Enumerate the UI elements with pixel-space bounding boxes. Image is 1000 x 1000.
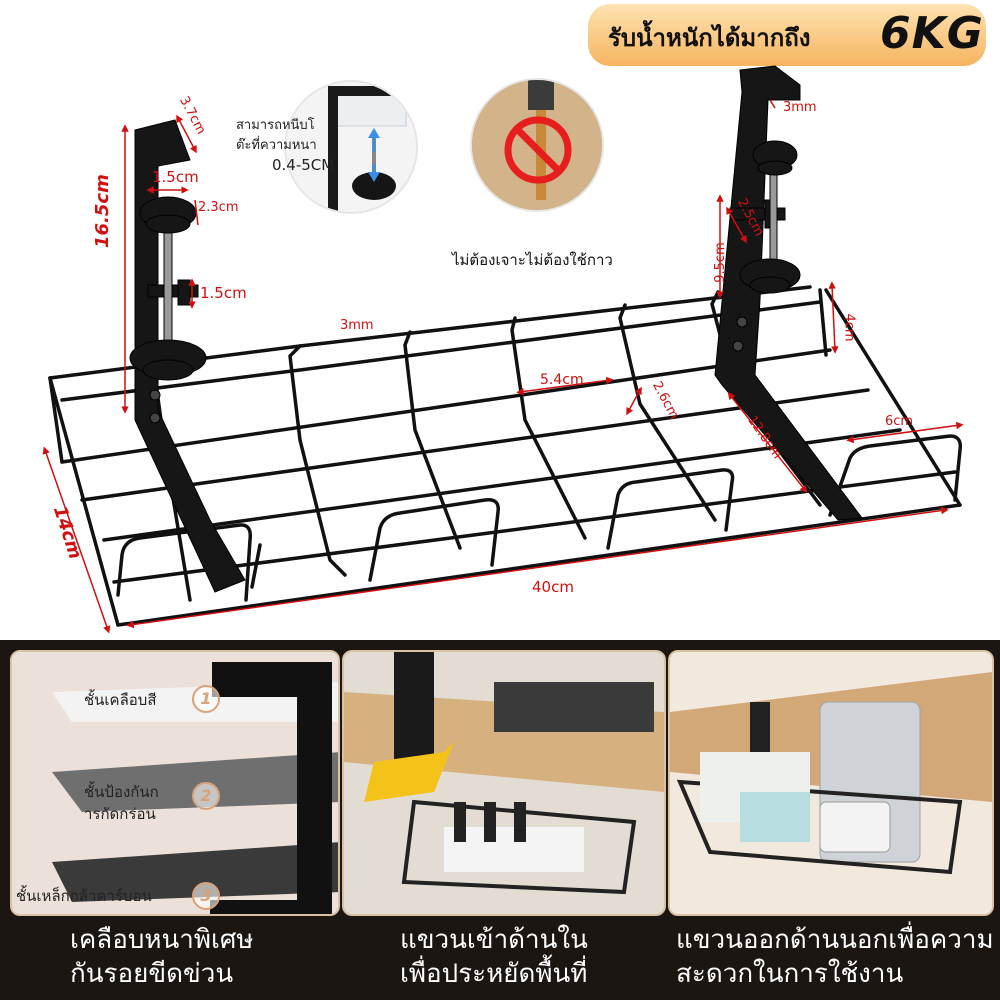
dim-right-side-height: 4cm	[841, 313, 857, 342]
hang-inward-panel	[342, 650, 666, 916]
clamp-detail-image	[328, 86, 414, 212]
clamp-range-text-2: ต๊ะที่ความหนา	[236, 138, 317, 153]
clamp-thickness-callout	[284, 80, 418, 214]
layer-2-label: ชั้นป้องกันก	[84, 783, 159, 801]
layers-image	[12, 652, 338, 914]
dim-grid-spacing: 5.4cm	[540, 372, 584, 388]
left-bracket	[129, 119, 246, 593]
coating-layers-panel: ชั้นเคลือบสี 1 ชั้นป้องกันก ารกัดกร่อน 2…	[10, 650, 340, 916]
clamp-range-text-1: สามารถหนีบโ	[236, 118, 315, 133]
hang-inward-image	[344, 652, 664, 914]
no-drill-callout	[470, 78, 604, 212]
dim-wire-thickness: 3mm	[340, 318, 374, 333]
dim-length: 40cm	[532, 578, 574, 596]
dim-right-wire-thickness: 3mm	[783, 100, 817, 115]
panel-3-caption-2: สะดวกในการใช้งาน	[676, 959, 904, 989]
dim-left-height: 16.5cm	[92, 174, 113, 248]
no-drill-text: ไม่ต้องเจาะไม่ต้องใช้กาว	[452, 251, 613, 269]
dim-knob: 2.3cm	[198, 200, 239, 215]
panel-1-caption-2: กันรอยขีดข่วน	[70, 959, 234, 989]
capacity-badge: รับน้ำหนักได้มากถึง 6KG	[588, 4, 986, 66]
capacity-text: รับน้ำหนักได้มากถึง	[608, 24, 811, 52]
no-drill-image	[472, 80, 602, 210]
panel-2-caption-1: แขวนเข้าด้านใน	[400, 925, 588, 955]
dim-right-clamp-height: 9.5cm	[712, 242, 728, 283]
capacity-value: 6KG	[880, 8, 984, 59]
panel-1-caption-1: เคลือบหนาพิเศษ	[70, 925, 254, 955]
layer-1-label: ชั้นเคลือบสี	[84, 691, 157, 709]
product-diagram-section: รับน้ำหนักได้มากถึง 6KG	[42, 4, 986, 634]
panel-3-caption-1: แขวนออกด้านนอกเพื่อความ	[676, 925, 994, 955]
dim-end-width: 6cm	[885, 414, 914, 429]
dim-lower-jaw: 1.5cm	[200, 284, 247, 302]
panel-2-caption-2: เพื่อประหยัดพื้นที่	[400, 959, 588, 989]
hang-outward-image	[670, 652, 992, 914]
layer-3-number: 3	[192, 882, 220, 910]
hang-outward-panel	[668, 650, 994, 916]
layer-2-label-cont: ารกัดกร่อน	[84, 805, 156, 823]
feature-panels-section: ชั้นเคลือบสี 1 ชั้นป้องกันก ารกัดกร่อน 2…	[0, 640, 1000, 1000]
layer-3-label: ชั้นเหล็กกล้าคาร์บอน	[16, 887, 152, 905]
layer-2-number: 2	[192, 782, 220, 810]
cable-tray-illustration	[42, 65, 964, 634]
clamp-range-value: 0.4-5CM	[272, 156, 335, 174]
layer-1-number: 1	[192, 685, 220, 713]
dim-upper-jaw: 1.5cm	[152, 168, 199, 186]
